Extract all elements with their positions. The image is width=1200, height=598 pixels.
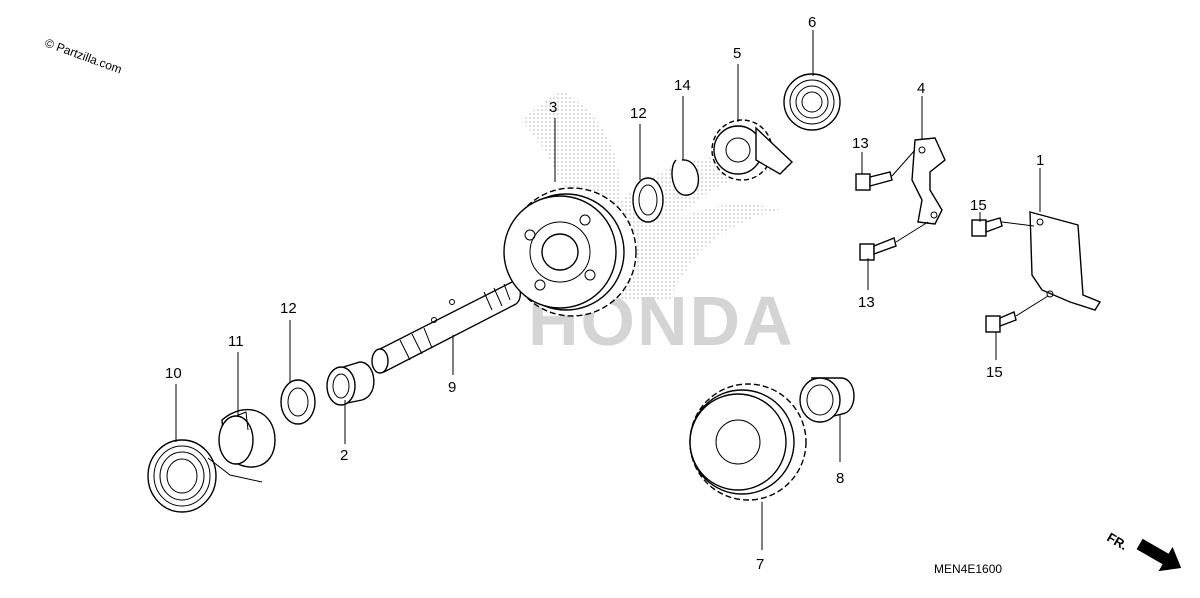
- callout-3: 3: [549, 99, 557, 116]
- bolt-15-upper: [971, 217, 1035, 237]
- callout-10: 10: [165, 365, 182, 382]
- callout-14: 14: [674, 77, 691, 94]
- gear-3: [503, 187, 637, 317]
- washer-12-upper: [632, 177, 664, 223]
- copyright-text: © Partzilla.com: [43, 36, 124, 77]
- callout-12-upper: 12: [630, 105, 647, 122]
- callout-6: 6: [808, 14, 816, 31]
- front-direction-label: FR.: [1105, 530, 1131, 553]
- spring-10: [147, 439, 263, 513]
- plate-1: [1029, 211, 1102, 311]
- spindle-9: [371, 281, 522, 374]
- callout-2: 2: [340, 447, 348, 464]
- bushing-8: [799, 377, 855, 423]
- snap-ring-14: [671, 159, 700, 196]
- diagram-code: MEN4E1600: [934, 562, 1002, 576]
- callout-11: 11: [228, 333, 244, 350]
- callout-12-lower: 12: [280, 300, 297, 317]
- bolt-15-lower: [985, 295, 1049, 333]
- callout-13-upper: 13: [852, 135, 869, 152]
- callout-15-lower: 15: [986, 364, 1003, 381]
- washer-12-lower: [280, 379, 316, 425]
- callout-15-upper: 15: [970, 197, 987, 214]
- spring-6: [783, 73, 841, 131]
- callout-7: 7: [756, 556, 764, 573]
- callout-5: 5: [733, 45, 741, 62]
- callout-13-lower: 13: [858, 294, 875, 311]
- guide-plate-4: [911, 137, 946, 225]
- bolt-13-lower: [859, 221, 929, 261]
- leader-lines: [175, 30, 1041, 550]
- collar-11: [218, 409, 276, 468]
- callout-1: 1: [1036, 152, 1044, 169]
- callout-9: 9: [448, 379, 456, 396]
- bushing-2: [326, 361, 375, 406]
- ratchet-5: [711, 119, 794, 181]
- callout-4: 4: [917, 80, 925, 97]
- callout-8: 8: [836, 470, 844, 487]
- bolt-13-upper: [855, 149, 916, 191]
- front-direction-arrow-icon: [1136, 538, 1182, 572]
- gear-7: [689, 383, 807, 501]
